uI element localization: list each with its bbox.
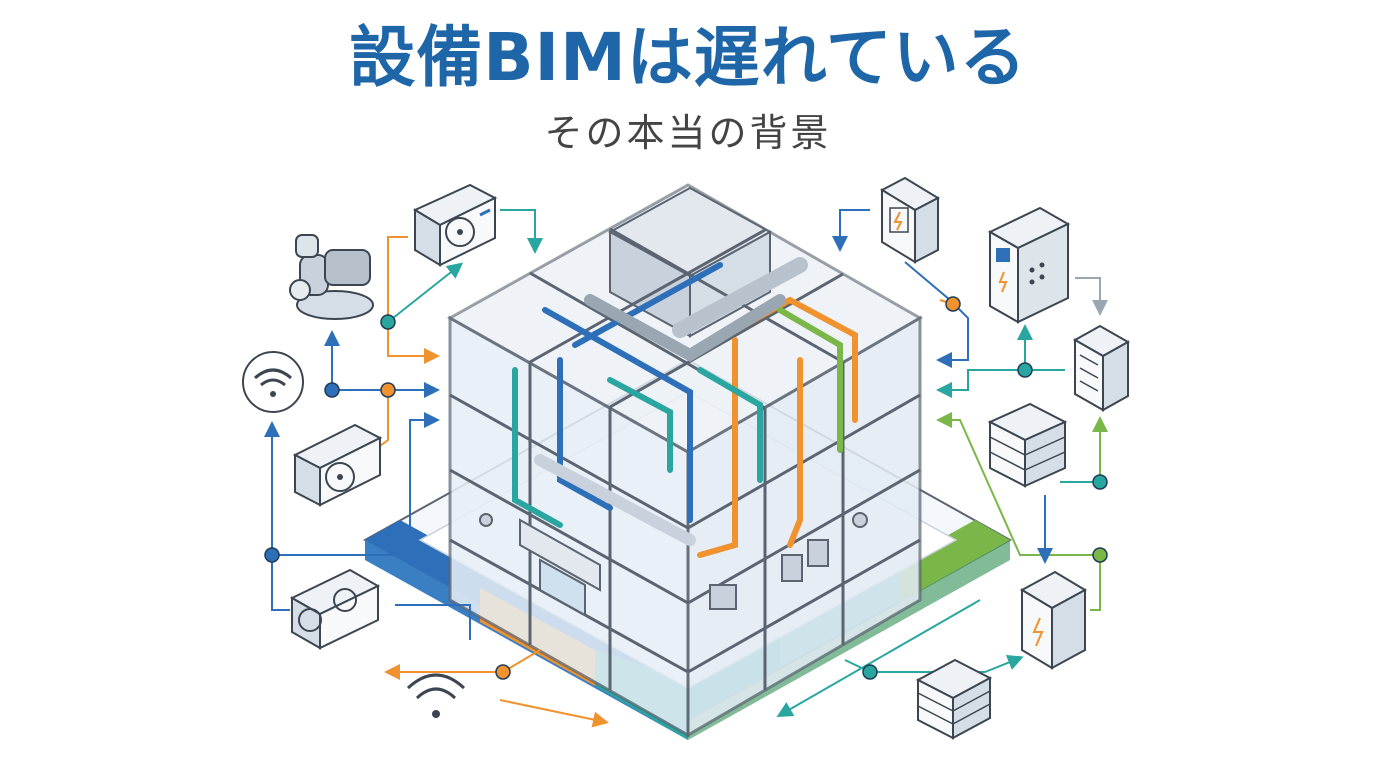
wifi-icon	[406, 673, 466, 718]
wifi-icon	[242, 351, 304, 413]
ac-outdoor-unit-icon	[289, 568, 381, 650]
page-title: 設備BIMは遅れている	[349, 19, 1027, 96]
fan-unit-icon	[412, 183, 498, 267]
power-cabinet-icon	[1019, 570, 1088, 670]
electrical-panel-icon	[879, 176, 941, 264]
page-subtitle: その本当の背景	[544, 111, 832, 155]
connection-lines	[264, 209, 1108, 728]
junction-dots	[264, 296, 1108, 680]
building-frame	[446, 183, 924, 738]
pump-icon	[289, 234, 374, 320]
ac-outdoor-unit-icon	[292, 423, 383, 507]
server-rack-icon	[1072, 324, 1131, 412]
network-rack-icon	[915, 658, 993, 740]
server-stack-icon	[987, 402, 1068, 488]
control-cabinet-icon	[987, 206, 1071, 324]
